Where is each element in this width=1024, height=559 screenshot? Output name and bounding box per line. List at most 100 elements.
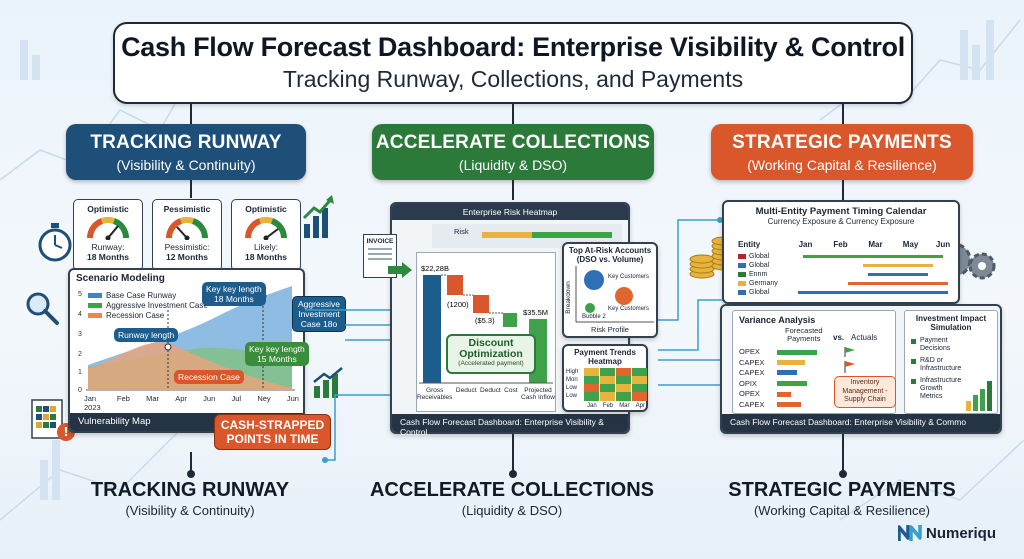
- connector-runway-lower: [190, 180, 192, 198]
- calendar-row: Ennm: [738, 270, 958, 279]
- entity-label: Global: [749, 262, 770, 269]
- bottom-subtitle-runway: (Visibility & Continuity): [125, 503, 255, 518]
- gauge-title: Optimistic: [87, 204, 129, 214]
- bottom-title-collections: ACCELERATE COLLECTIONS: [369, 479, 655, 501]
- bubble-key-customers-1: [584, 270, 604, 290]
- flow-lines-left: [305, 309, 390, 463]
- y-tick: 2: [78, 351, 82, 358]
- legend-label: Aggressive Investment Case: [106, 300, 208, 310]
- callout-key-length-15: Key key length 15 Months: [245, 342, 309, 366]
- legend-item-aggressive: Aggressive Investment Case: [88, 300, 208, 310]
- connector-collections: [512, 104, 514, 124]
- row-label: High: [566, 369, 579, 375]
- y-tick: 3: [78, 331, 82, 338]
- gauge-line-2: 12 Months: [165, 252, 209, 262]
- entity-label: Germany: [749, 280, 778, 287]
- col-label: Apr: [635, 403, 645, 409]
- row-label: CAPEX: [739, 368, 765, 377]
- page-title: Cash Flow Forecast Dashboard: Enterprise…: [121, 32, 905, 62]
- magnifier-icon: [26, 292, 59, 325]
- row-label: OPEX: [739, 389, 760, 398]
- trends-title: Payment Trends Heatmap: [574, 348, 636, 366]
- connector-bottom-payments: [842, 434, 844, 474]
- calendar-row: Global: [738, 252, 958, 261]
- section-title-runway: TRACKING RUNWAY: [90, 132, 282, 153]
- bar-deduct-2: [473, 295, 489, 313]
- investment-item: Payment Decisions: [911, 337, 961, 353]
- x-tick: Jul: [231, 394, 242, 403]
- connector-dot: [839, 470, 847, 478]
- row-label: CAPEX: [739, 357, 765, 367]
- row-label: OPEX: [739, 347, 760, 356]
- discount-sub: (Accelerated payment): [458, 360, 524, 367]
- month-header: May: [902, 240, 919, 249]
- row-label: OPIX: [739, 378, 757, 388]
- top-risk-accounts-panel: Top At-Risk Accounts (DSO vs. Volume) Br…: [562, 242, 658, 338]
- cash-strapped-callout: CASH-STRAPPED POINTS IN TIME: [214, 414, 331, 450]
- gauge-card-optimistic: Optimistic Runway: 18 Months: [73, 199, 143, 271]
- gauge-icon: [165, 216, 209, 241]
- brand-mark-icon: [898, 525, 922, 541]
- scenario-modeling-panel: Scenario Modeling Base Case Runway Aggre…: [68, 268, 309, 433]
- scenario-legend: Base Case Runway Aggressive Investment C…: [88, 290, 208, 320]
- trends-grid: [584, 368, 648, 402]
- connector-bottom-collections: [512, 434, 514, 474]
- gauge-icon: [86, 216, 130, 241]
- risk-heatmap-header: Enterprise Risk Heatmap: [392, 204, 628, 220]
- section-header-payments: STRATEGIC PAYMENTS (Working Capital & Re…: [711, 124, 973, 180]
- section-title-payments: STRATEGIC PAYMENTS: [732, 132, 952, 153]
- growth-chart-icon: [302, 195, 334, 238]
- connector-dot: [187, 470, 195, 478]
- row-label: Low: [566, 385, 578, 391]
- bar-gross-receivables: [423, 275, 441, 383]
- risk-label: Risk: [454, 227, 469, 236]
- value-label: ($5.3): [475, 316, 495, 325]
- gauge-title: Pessimistic: [163, 204, 211, 214]
- gauge-icon: [244, 216, 288, 241]
- x-tick: Feb: [116, 394, 130, 403]
- vs-label: vs.: [833, 333, 845, 342]
- brand-name: Numeriqu: [926, 524, 997, 542]
- variance-bars: [777, 350, 817, 407]
- invoice-document: INVOICE: [363, 234, 397, 278]
- forecasted-label: Forecasted Payments: [785, 326, 823, 343]
- collections-footer: Cash Flow Forecast Dashboard: Enterprise…: [392, 414, 628, 437]
- y-tick: 5: [78, 291, 82, 298]
- connector-payments: [842, 104, 844, 124]
- y-tick: 4: [78, 311, 82, 318]
- waterfall-x-labels: Gross Receivables Deduct Deduct Cost Pro…: [417, 387, 555, 401]
- bubble-label-1: Key Customers: [608, 274, 650, 280]
- row-label: CAPEX: [739, 399, 765, 409]
- title-box: Cash Flow Forecast Dashboard: Enterprise…: [113, 22, 913, 104]
- calendar-title: Multi-Entity Payment Timing Calendar: [755, 206, 927, 217]
- item-label: Infrastructure Growth Metrics: [920, 377, 962, 400]
- gauge-line-1: Likely:: [253, 242, 279, 252]
- gauge-card-likely: Optimistic Likely: 18 Months: [231, 199, 301, 271]
- breakdown-axis-label: Breakdown: [564, 281, 572, 314]
- value-label: $22,28B: [421, 264, 449, 273]
- bubble-chart: [575, 266, 654, 323]
- bubble-label-2: Key Customers: [608, 306, 650, 312]
- legend-item-recession: Recession Case: [88, 310, 208, 320]
- actuals-label: Actuals: [851, 333, 878, 342]
- connector-dot: [509, 470, 517, 478]
- waterfall-chart-panel: $22,28B (1200) ($5.3) $35.5M Gross Recei…: [416, 252, 556, 412]
- variance-panel: Variance Analysis Forecasted Payments vs…: [720, 304, 1002, 434]
- stopwatch-icon: [38, 223, 72, 262]
- gauge-line-1: Runway:: [91, 242, 125, 252]
- growth-bars-icon: [313, 367, 343, 398]
- discount-title: Discount Optimization: [459, 337, 523, 360]
- gauge-line-1: Pessimistic:: [164, 242, 210, 252]
- col-label: Feb: [602, 403, 614, 409]
- investment-items: Payment Decisions R&D or Infrastructure …: [911, 337, 961, 401]
- discount-optimization-badge: Discount Optimization (Accelerated payme…: [446, 334, 536, 374]
- investment-bars: [966, 381, 992, 411]
- scenario-title: Scenario Modeling: [76, 273, 165, 284]
- bottom-title-runway: TRACKING RUNWAY: [90, 479, 290, 501]
- x-tick: Jan 2023: [84, 394, 101, 412]
- section-subtitle-runway: (Visibility & Continuity): [116, 157, 256, 173]
- bar-deduct-1: [447, 275, 463, 295]
- entity-label: Global: [749, 289, 770, 296]
- heatmap-title: Enterprise Risk Heatmap: [462, 207, 558, 217]
- item-label: R&D or Infrastructure: [920, 357, 962, 372]
